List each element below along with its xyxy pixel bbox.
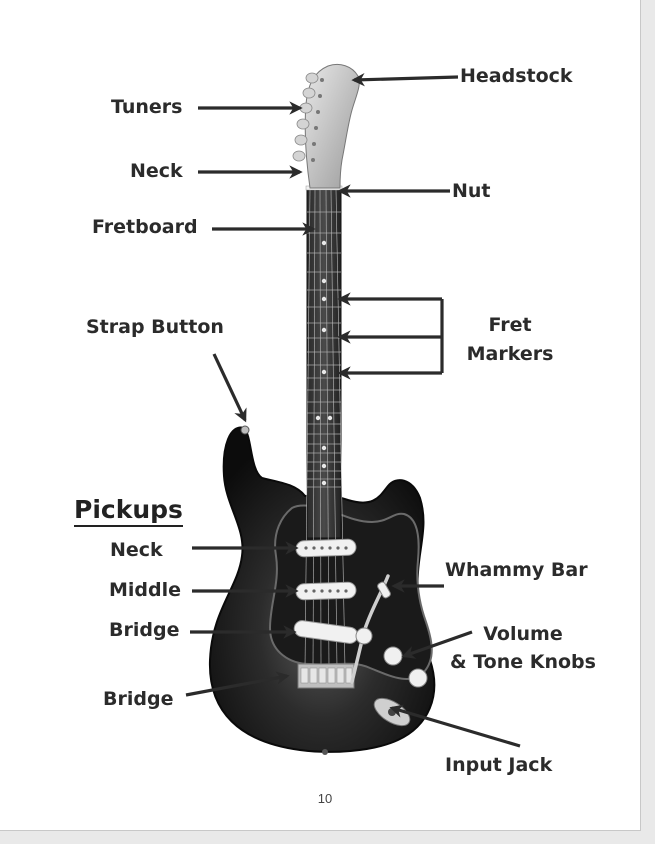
label-input-jack: Input Jack: [445, 754, 553, 776]
label-fret-markers-line2: Markers: [466, 343, 554, 365]
guitar-diagram: [185, 63, 521, 755]
control-knobs: [355, 627, 428, 688]
label-volume-line2: & Tone Knobs: [450, 651, 596, 673]
label-pickup-neck: Neck: [110, 539, 163, 561]
fret-marker-dots: [315, 240, 333, 486]
label-fret-markers-line1: Fret: [488, 314, 532, 336]
label-headstock: Headstock: [460, 65, 573, 87]
label-pickup-bridge: Bridge: [109, 619, 180, 641]
page: Headstock Tuners Neck Nut Fretboard Stra…: [0, 0, 641, 831]
heading-pickups: Pickups: [74, 495, 183, 527]
label-bridge: Bridge: [103, 688, 174, 710]
strap-button: [240, 425, 250, 435]
label-strap-button: Strap Button: [86, 316, 224, 338]
guitar-neck: [306, 189, 342, 539]
label-pickup-middle: Middle: [109, 579, 182, 601]
label-fretboard: Fretboard: [92, 216, 198, 238]
label-tuners: Tuners: [111, 96, 183, 118]
tuner-pegs: [292, 72, 319, 162]
label-volume-line1: Volume: [483, 623, 563, 645]
label-nut: Nut: [452, 180, 491, 202]
pickup-covers: [293, 538, 359, 644]
callout-arrows: [185, 72, 521, 748]
page-number: 10: [317, 791, 333, 806]
label-whammy-bar: Whammy Bar: [445, 559, 588, 581]
label-neck: Neck: [130, 160, 183, 182]
